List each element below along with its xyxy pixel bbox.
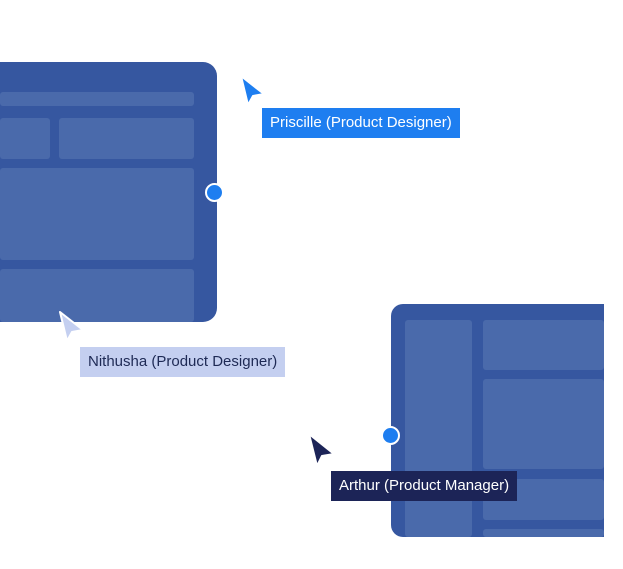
resize-handle[interactable]: [381, 426, 400, 445]
resize-handle[interactable]: [205, 183, 224, 202]
pointer-cursor-icon: [59, 311, 84, 342]
pointer-cursor-icon: [240, 75, 265, 106]
wireframe-frame-left[interactable]: [0, 62, 217, 322]
pointer-cursor-icon: [308, 433, 335, 467]
wireframe-block: [0, 269, 194, 322]
wireframe-block: [0, 168, 194, 260]
wireframe-block: [59, 118, 194, 159]
wireframe-block: [483, 379, 604, 469]
wireframe-header-block: [0, 92, 194, 106]
collaborator-label-priscille: Priscille (Product Designer): [262, 108, 460, 138]
collaborator-label-nithusha: Nithusha (Product Designer): [80, 347, 286, 377]
wireframe-block: [483, 320, 604, 370]
wireframe-block: [483, 529, 604, 537]
wireframe-frame-right[interactable]: [391, 304, 604, 537]
wireframe-block: [0, 118, 50, 159]
collaborator-label-arthur: Arthur (Product Manager): [331, 471, 518, 501]
wireframe-sidebar-block: [405, 320, 472, 537]
